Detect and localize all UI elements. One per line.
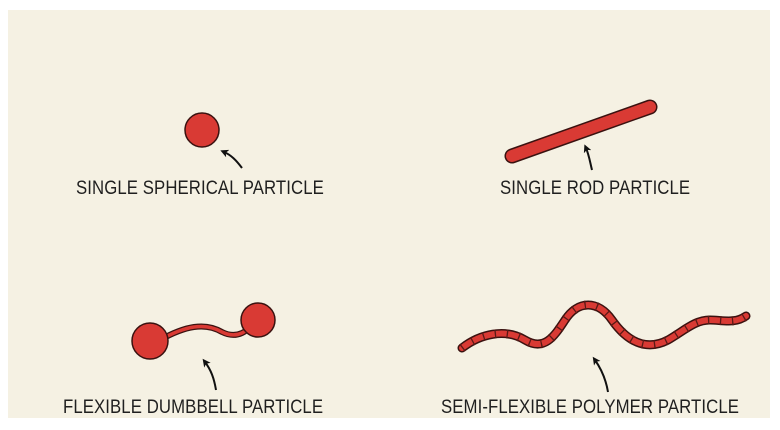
spherical-arrow [224,152,242,168]
dumbbell-arrow [205,362,216,390]
dumbbell-particle-label: FLEXIBLE DUMBBELL PARTICLE [63,396,323,419]
dumbbell-particle [132,303,275,359]
polymer-particle-label: SEMI-FLEXIBLE POLYMER PARTICLE [441,396,739,419]
polymer-arrow [595,360,608,392]
spherical-particle [185,113,219,147]
polymer-particle [462,305,746,348]
rod-particle [512,107,650,156]
spherical-particle-label: SINGLE SPHERICAL PARTICLE [76,177,324,200]
rod-particle-label: SINGLE ROD PARTICLE [500,177,690,200]
rod-arrow [586,148,592,170]
